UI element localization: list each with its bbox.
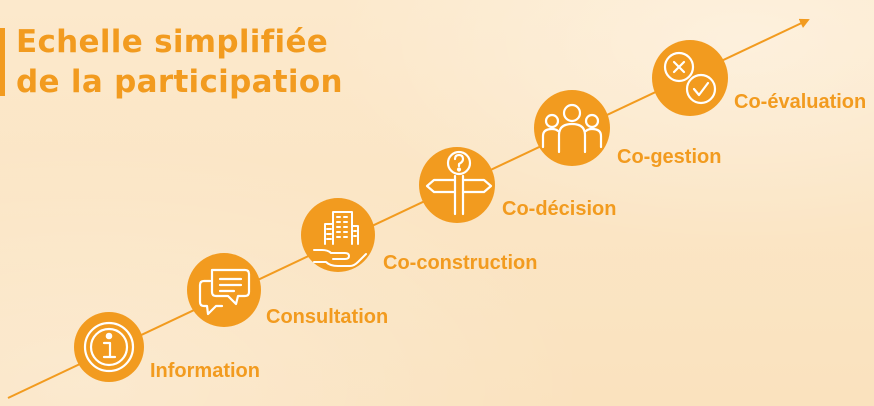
title-line-2: de la participation xyxy=(16,64,343,100)
signpost-question-icon xyxy=(425,150,493,216)
step-circle xyxy=(534,90,610,166)
chat-bubbles-icon xyxy=(198,268,251,316)
step-label: Information xyxy=(150,360,260,382)
step-consultation: Consultation xyxy=(187,253,388,328)
step-label: Co-gestion xyxy=(617,146,721,168)
step-circle xyxy=(419,147,495,223)
step-circle xyxy=(301,198,375,272)
cross-check-icon xyxy=(663,51,717,105)
step-co-evaluation: Co-évaluation xyxy=(652,40,866,116)
step-information: Information xyxy=(74,312,260,382)
step-label: Co-évaluation xyxy=(734,91,866,113)
title-accent-bar xyxy=(0,28,5,96)
step-co-gestion: Co-gestion xyxy=(534,90,721,168)
page-title: Echelle simplifiée de la participation xyxy=(16,22,343,102)
group-people-icon xyxy=(541,103,603,154)
building-hand-icon xyxy=(313,211,367,267)
title-line-1: Echelle simplifiée xyxy=(16,24,329,60)
step-co-construction: Co-construction xyxy=(301,198,537,274)
step-circle xyxy=(652,40,728,116)
info-icon xyxy=(83,321,135,373)
step-co-decision: Co-décision xyxy=(419,147,616,223)
step-label: Co-construction xyxy=(383,252,537,274)
step-label: Consultation xyxy=(266,306,388,328)
step-label: Co-décision xyxy=(502,198,616,220)
